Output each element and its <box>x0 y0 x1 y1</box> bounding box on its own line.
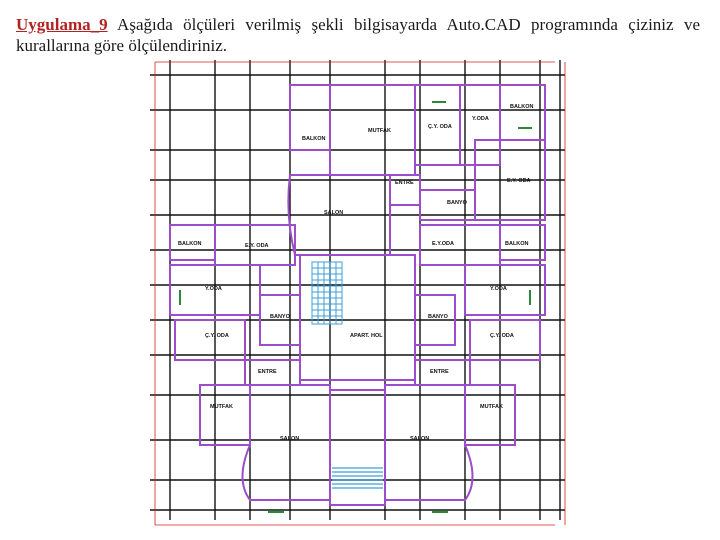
room-label-salon-l: SALON <box>280 436 299 442</box>
staircase <box>311 261 343 325</box>
entrance-steps <box>332 467 383 489</box>
dimension-strings <box>154 61 566 526</box>
room-label-y-oda-l: Y.ODA <box>205 286 222 292</box>
room-label-apart-hol: APART. HOL <box>350 333 383 339</box>
window-marks <box>179 101 532 513</box>
room-label-balkon-ml: BALKON <box>178 241 202 247</box>
room-label-mutfak-l: MUTFAK <box>210 404 233 410</box>
room-label-y-oda-top: Y.ODA <box>472 116 489 122</box>
room-label-banyo-l: BANYO <box>270 314 291 320</box>
instruction-text: Uygulama_9 Aşağıda ölçüleri verilmiş şek… <box>16 14 700 56</box>
room-label-ey-oda-tr: E.Y. ODA <box>507 178 531 184</box>
room-label-y-oda-r: Y.ODA <box>490 286 507 292</box>
room-label-ey-oda-r: E.Y.ODA <box>432 241 454 247</box>
room-label-balkon-tl: BALKON <box>302 136 326 142</box>
room-label-balkon-mr: BALKON <box>505 241 529 247</box>
room-labels: MUTFAK Ç.Y. ODA Y.ODA BALKON BALKON ENTR… <box>178 104 534 442</box>
room-label-mutfak-top: MUTFAK <box>368 128 391 134</box>
room-label-banyo-top: BANYO <box>447 200 468 206</box>
room-label-entre-l: ENTRE <box>258 369 277 375</box>
room-label-banyo-r: BANYO <box>428 314 449 320</box>
room-label-salon-top: SALON <box>324 210 343 216</box>
room-label-salon-r: SALON <box>410 436 429 442</box>
walls <box>169 84 546 506</box>
exercise-description: Aşağıda ölçüleri verilmiş şekli bilgisay… <box>16 15 700 55</box>
room-label-cy-oda-l: Ç.Y. ODA <box>205 333 229 339</box>
room-label-mutfak-r: MUTFAK <box>480 404 503 410</box>
exercise-label: Uygulama_9 <box>16 15 108 34</box>
room-label-cy-oda-r: Ç.Y. ODA <box>490 333 514 339</box>
room-label-entre-top: ENTRE <box>395 180 414 186</box>
room-label-entre-r: ENTRE <box>430 369 449 375</box>
room-label-balkon-tr: BALKON <box>510 104 534 110</box>
room-label-cy-oda-top: Ç.Y. ODA <box>428 124 452 130</box>
room-label-ey-oda-l: E.Y. ODA <box>245 243 269 249</box>
